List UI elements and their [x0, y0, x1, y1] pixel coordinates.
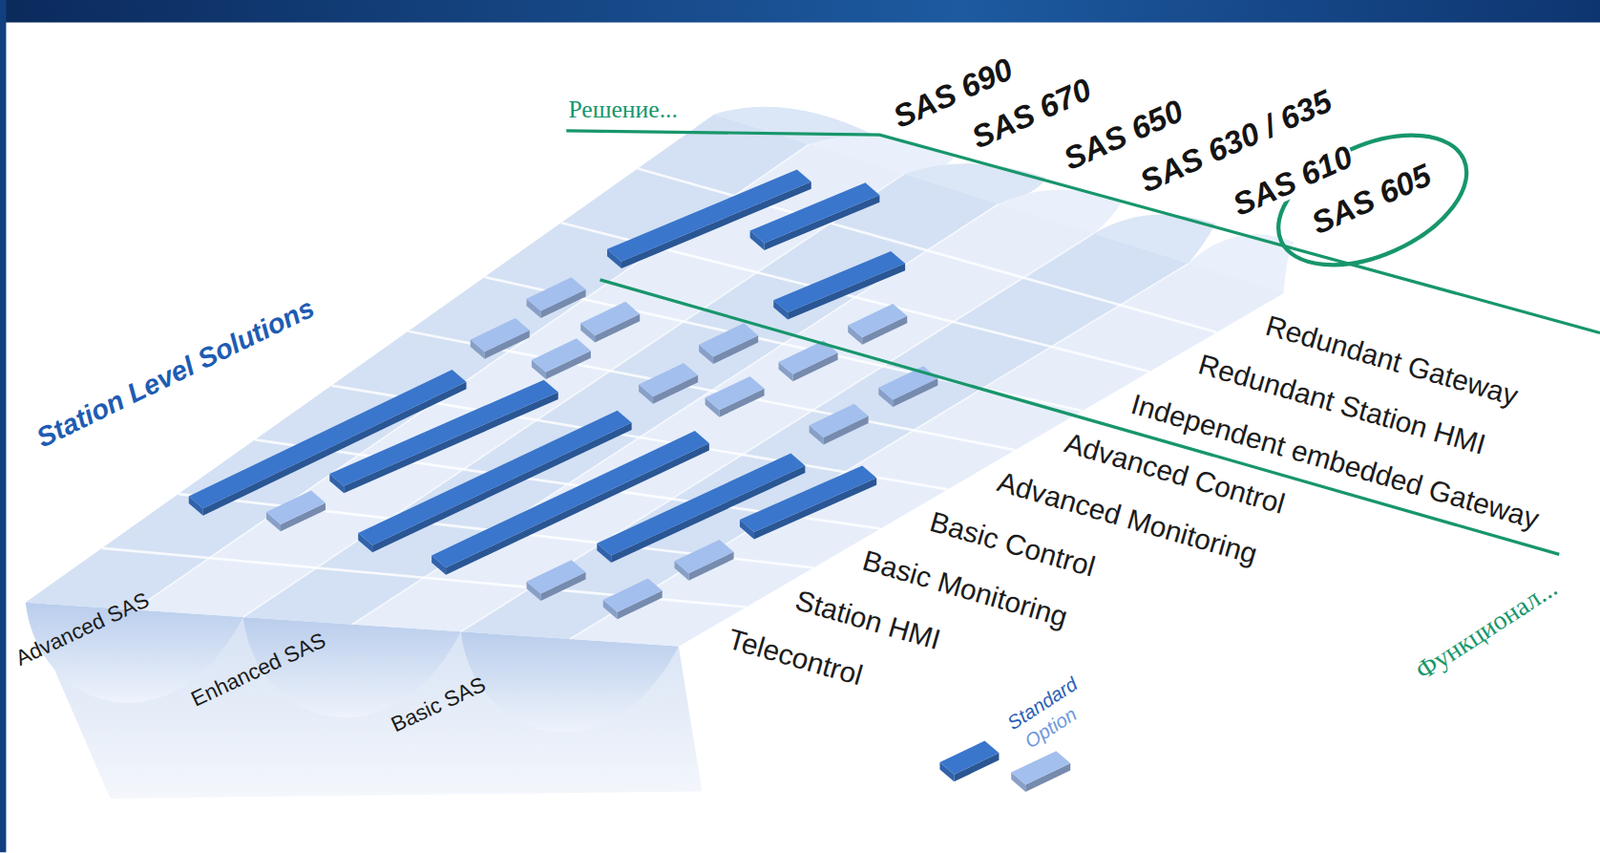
block-group [189, 168, 939, 619]
function-block [266, 490, 326, 532]
function-label: Station HMI [792, 586, 945, 655]
function-block [580, 301, 640, 343]
function-block [470, 317, 530, 359]
function-block [705, 376, 765, 418]
standard-block-top [357, 410, 632, 546]
standard-block-side [203, 381, 467, 516]
standard-block-top [773, 251, 906, 313]
header-bar [0, 0, 1600, 23]
option-block-top [638, 362, 698, 397]
label-holder: Enhanced SAS [188, 628, 329, 710]
hull-shape [461, 631, 679, 732]
legend-swatch-group [1010, 750, 1071, 792]
option-block-top [603, 578, 663, 612]
option-block-top [698, 322, 758, 357]
function-block [847, 303, 907, 345]
note-group [566, 108, 1600, 554]
label-holder: Функционал... [1410, 574, 1562, 686]
option-block-top [705, 376, 765, 410]
standard-block-top [189, 369, 467, 508]
label-holder: Basic SAS [388, 672, 490, 735]
option-block-top [878, 365, 938, 400]
function-block [431, 430, 710, 575]
label-holder: Advanced SAS [12, 588, 152, 669]
standard-block-top [607, 168, 812, 261]
side-strip [0, 0, 6, 853]
option-block-top [531, 337, 591, 372]
standard-block-top [596, 453, 805, 556]
option-block-top [809, 403, 869, 438]
function-block [531, 337, 591, 379]
option-block-top [526, 559, 587, 593]
annotation-text: Решение... [568, 96, 678, 122]
label-holder: Station HMI [792, 586, 945, 655]
option-block-top [847, 303, 907, 337]
option-block-top [266, 490, 326, 525]
lane-line [461, 232, 1095, 632]
legend-group [939, 739, 1071, 791]
function-block [878, 365, 938, 407]
lane-line [243, 173, 905, 617]
option-block-top [470, 317, 530, 352]
standard-block-side [621, 181, 812, 269]
option-block-top [580, 301, 640, 336]
function-block [809, 403, 869, 445]
label-holder: Telecontrol [724, 624, 865, 691]
section-title: Station Level Solutions [32, 294, 318, 453]
highlight-ellipse [1258, 108, 1486, 292]
legend-swatch-top [939, 739, 999, 774]
function-label: Telecontrol [724, 624, 865, 691]
legend-swatch-group [939, 739, 999, 781]
function-block [638, 362, 698, 404]
label-holder: Решение... [568, 96, 678, 122]
label-holder: Station Level Solutions [32, 294, 318, 453]
function-block [526, 276, 587, 318]
standard-block-side [445, 442, 710, 575]
option-block-top [526, 276, 587, 311]
legend-swatch-top [1010, 750, 1071, 784]
category-label: Advanced SAS [12, 588, 152, 669]
option-block-top [674, 539, 735, 573]
function-block [189, 369, 467, 516]
plate-group [25, 106, 1295, 799]
function-block [698, 322, 758, 364]
function-block [603, 578, 663, 620]
function-block [607, 168, 812, 269]
function-block [674, 539, 735, 581]
function-block [526, 559, 587, 601]
category-label: Enhanced SAS [188, 628, 329, 710]
standard-block-top [431, 430, 710, 568]
category-label: Basic SAS [388, 672, 490, 735]
function-block [596, 453, 805, 563]
annotation-text: Функционал... [1410, 574, 1562, 686]
